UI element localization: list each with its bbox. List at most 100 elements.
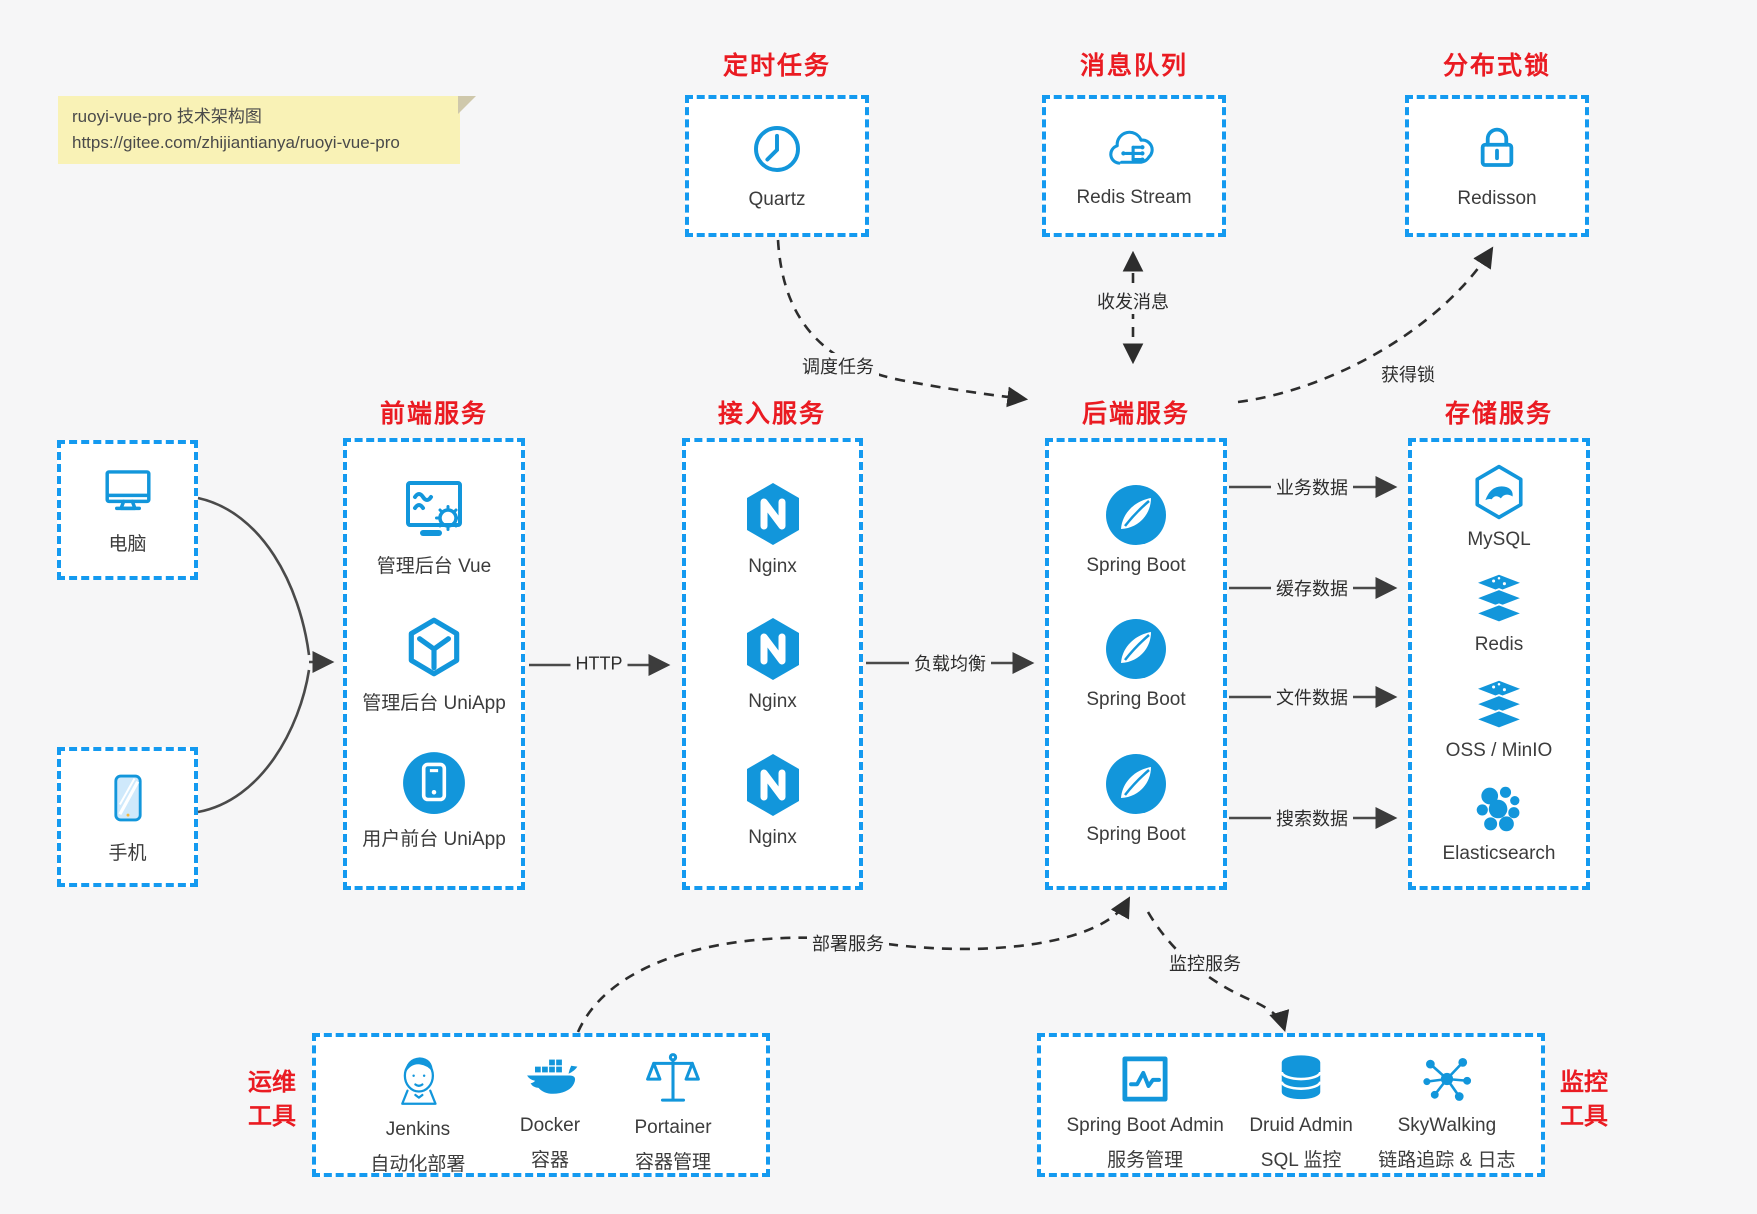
quartz-label: Quartz: [748, 189, 806, 210]
edge-label-http: HTTP: [570, 653, 628, 675]
panel-mobile-client: 手机: [57, 747, 198, 887]
docker-name: Docker: [519, 1115, 581, 1136]
druid-admin-desc: SQL 监控: [1260, 1150, 1342, 1171]
spring-boot-admin-name: Spring Boot Admin: [1066, 1115, 1224, 1136]
redisson-label: Redisson: [1457, 188, 1537, 209]
stacked-discs-icon: [1473, 573, 1525, 624]
panel-monitor-tools: Spring Boot Admin 服务管理 Druid Admin SQL 监…: [1037, 1033, 1545, 1177]
node-spring-boot-3: Spring Boot: [1086, 752, 1186, 846]
node-portainer: Portainer 容器管理: [634, 1051, 712, 1174]
edge-label-search-data: 搜索数据: [1271, 805, 1353, 831]
nginx-icon: [746, 482, 799, 545]
mobile-label: 手机: [108, 842, 147, 864]
pc-label: 电脑: [108, 533, 147, 555]
spring-boot-label: Spring Boot: [1086, 554, 1186, 576]
ops-title-line2: 工具: [248, 1103, 296, 1130]
panel-redisson: Redisson: [1405, 95, 1589, 237]
spring-boot-icon: [1105, 619, 1166, 679]
edge-deploy-service: [576, 896, 1131, 1033]
panel-redis-stream: Redis Stream: [1042, 95, 1226, 237]
clock-icon: [754, 126, 800, 172]
title-backend-services: 后端服务: [1081, 400, 1191, 428]
node-mysql: MySQL: [1467, 463, 1531, 551]
druid-admin-name: Druid Admin: [1249, 1115, 1353, 1136]
phone-icon: [113, 774, 142, 821]
node-skywalking: SkyWalking 链路追踪 & 日志: [1378, 1051, 1516, 1172]
mysql-label: MySQL: [1467, 529, 1531, 551]
edge-label-load-balance: 负载均衡: [909, 650, 991, 676]
node-user-uniapp: 用户前台 UniApp: [362, 750, 506, 851]
edge-label-deploy-service: 部署服务: [807, 930, 889, 956]
panel-pc-client: 电脑: [57, 440, 198, 580]
edge-label-monitor-service: 监控服务: [1164, 950, 1246, 976]
node-oss-minio: OSS / MinIO: [1445, 678, 1553, 762]
nginx-icon: [746, 753, 799, 816]
panel-storage-services: MySQL Redis OSS / MinIO: [1408, 438, 1590, 890]
mobile-app-circle-icon: [403, 751, 465, 814]
nginx-icon: [746, 618, 799, 680]
stacked-discs-icon: [1473, 678, 1525, 729]
admin-vue-label: 管理后台 Vue: [376, 556, 492, 578]
jenkins-icon: [401, 1057, 437, 1105]
sticky-note: ruoyi-vue-pro 技术架构图 https://gitee.com/zh…: [58, 96, 476, 164]
spring-boot-admin-desc: 服务管理: [1107, 1150, 1184, 1171]
oss-minio-label: OSS / MinIO: [1445, 739, 1553, 761]
nginx-label: Nginx: [748, 826, 797, 848]
node-spring-boot-2: Spring Boot: [1086, 617, 1186, 711]
jenkins-desc: 自动化部署: [370, 1154, 466, 1175]
panel-ops-tools: Jenkins 自动化部署 Docker 容器 Porta: [312, 1033, 770, 1177]
note-title: ruoyi-vue-pro 技术架构图: [72, 107, 262, 126]
pulse-screen-icon: [1122, 1056, 1168, 1102]
lock-icon: [1480, 127, 1514, 167]
monitor-title-line1: 监控: [1560, 1069, 1608, 1096]
title-distributed-lock: 分布式锁: [1442, 52, 1552, 80]
cluster-icon: [1476, 786, 1520, 832]
admin-screen-gear-icon: [405, 481, 462, 537]
docker-whale-icon: [527, 1059, 578, 1094]
title-storage-services: 存储服务: [1444, 400, 1554, 428]
panel-quartz: Quartz: [685, 95, 869, 237]
edge-label-acquire-lock: 获得锁: [1376, 361, 1440, 387]
edge-label-business-data: 业务数据: [1271, 474, 1353, 500]
cloud-stream-icon: [1109, 130, 1154, 165]
user-uniapp-label: 用户前台 UniApp: [362, 828, 506, 850]
database-icon: [1280, 1055, 1322, 1100]
node-druid-admin: Druid Admin SQL 监控: [1249, 1051, 1353, 1172]
node-jenkins: Jenkins 自动化部署: [370, 1051, 465, 1176]
title-gateway-services: 接入服务: [717, 400, 827, 428]
title-frontend-services: 前端服务: [379, 400, 489, 428]
admin-uniapp-label: 管理后台 UniApp: [362, 692, 506, 714]
spring-boot-icon: [1105, 484, 1166, 545]
title-monitor-tools: 监控 工具: [1560, 1066, 1608, 1134]
node-elasticsearch: Elasticsearch: [1443, 783, 1556, 865]
node-graph-icon: [1423, 1058, 1471, 1101]
skywalking-name: SkyWalking: [1397, 1115, 1497, 1136]
portainer-name: Portainer: [634, 1117, 712, 1138]
panel-frontend-services: 管理后台 Vue 管理后台 UniApp 用户前台 UniApp: [343, 438, 525, 890]
mysql-dolphin-icon: [1475, 465, 1523, 520]
spring-boot-label: Spring Boot: [1086, 689, 1186, 710]
note-url: https://gitee.com/zhijiantianya/ruoyi-vu…: [72, 133, 400, 152]
edge-label-cache-data: 缓存数据: [1271, 575, 1353, 601]
ops-title-line1: 运维: [248, 1069, 296, 1096]
redis-stream-label: Redis Stream: [1076, 187, 1192, 208]
monitor-title-line2: 工具: [1560, 1103, 1608, 1130]
edge-label-file-data: 文件数据: [1271, 684, 1353, 710]
edge-acquire-lock: [1237, 246, 1494, 404]
redis-label: Redis: [1474, 634, 1524, 656]
node-admin-vue: 管理后台 Vue: [377, 477, 491, 578]
edge-pc-to-frontend: [197, 496, 311, 656]
panel-backend-services: Spring Boot Spring Boot Spring Boot: [1045, 438, 1227, 890]
jenkins-name: Jenkins: [385, 1119, 451, 1140]
cube-icon: [408, 617, 460, 676]
node-nginx-2: Nginx: [741, 615, 805, 713]
node-nginx-3: Nginx: [741, 751, 805, 849]
docker-desc: 容器: [530, 1150, 569, 1171]
scales-icon: [646, 1053, 700, 1102]
spring-boot-label: Spring Boot: [1086, 823, 1186, 845]
skywalking-desc: 链路追踪 & 日志: [1378, 1150, 1516, 1171]
nginx-label: Nginx: [748, 691, 797, 712]
node-redis: Redis: [1470, 572, 1528, 656]
node-nginx-1: Nginx: [741, 480, 805, 578]
